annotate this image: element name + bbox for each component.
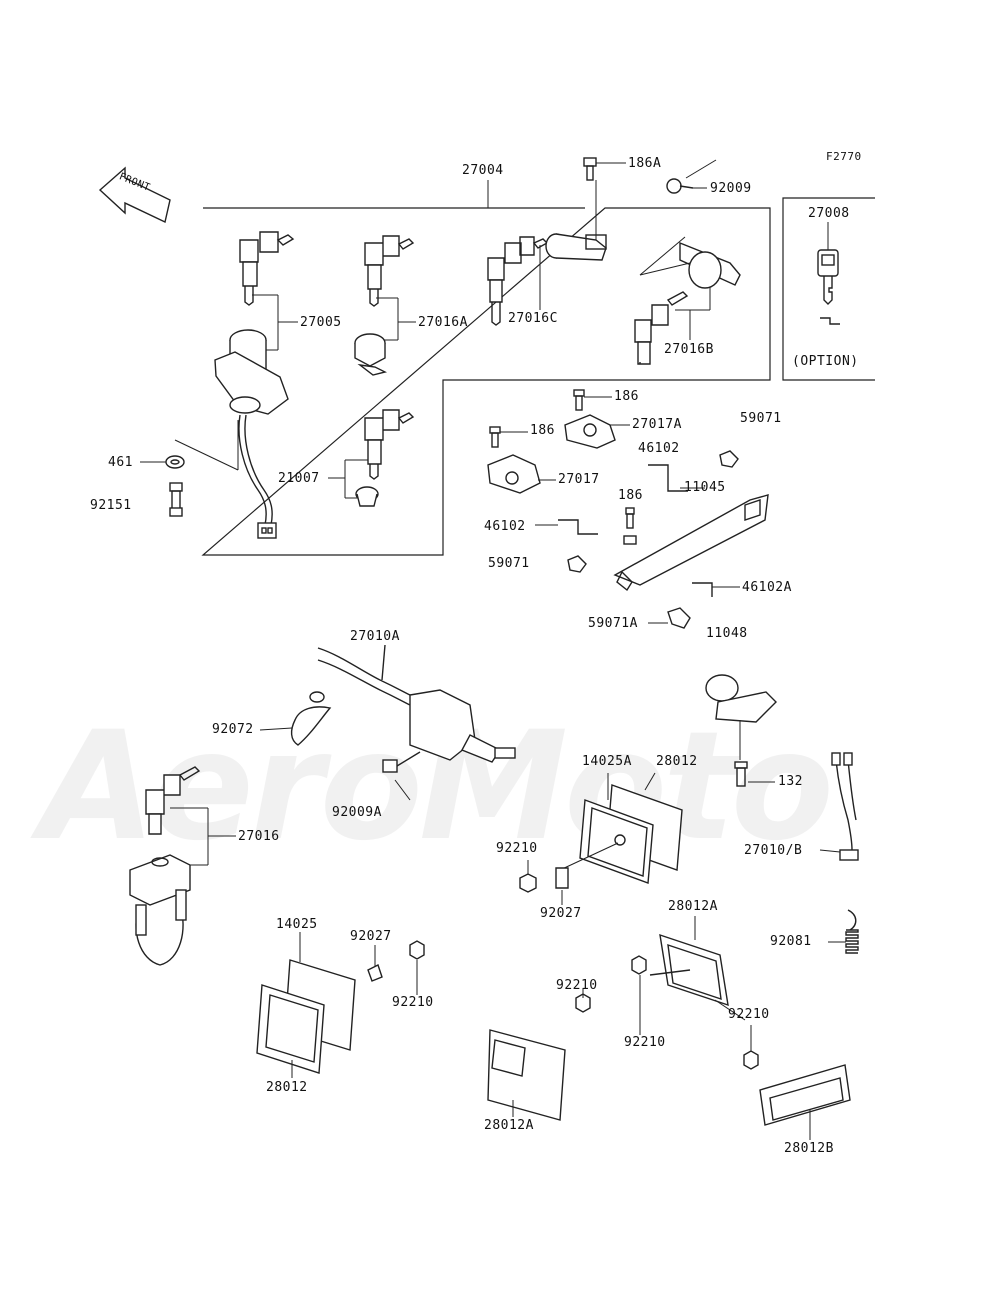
callout-14025: 14025: [276, 917, 318, 932]
callout-132: 132: [778, 774, 803, 789]
lock-bracket-27017A: [564, 389, 630, 449]
callout-461: 461: [108, 455, 133, 470]
callout-92210-left: 92210: [392, 995, 434, 1010]
wire-clips: [535, 450, 740, 629]
reflector-28012A: [487, 1029, 566, 1121]
callout-28012-mid: 28012: [656, 754, 698, 769]
assembly-frame: [201, 207, 771, 556]
key-set-21007: [328, 409, 415, 507]
callout-27016C: 27016C: [508, 311, 558, 326]
callout-92151: 92151: [90, 498, 132, 513]
callout-46102-mid: 46102: [484, 519, 526, 534]
callout-27010B: 27010/B: [744, 843, 803, 858]
callout-11045: 11045: [684, 480, 726, 495]
key-set-27016C: [487, 233, 607, 326]
callout-27016A: 27016A: [418, 315, 468, 330]
key-icon: [817, 249, 840, 325]
callout-27010A: 27010A: [350, 629, 400, 644]
callout-92210-far-right: 92210: [728, 1007, 770, 1022]
figure-code: F2770: [826, 150, 862, 163]
reflector-14025A: [559, 772, 683, 884]
bracket-132: [705, 674, 777, 787]
callout-92009: 92009: [710, 181, 752, 196]
callout-27004: 27004: [462, 163, 504, 178]
callout-27008: 27008: [808, 206, 850, 221]
reflector-housing-28012A: [649, 916, 746, 1021]
callout-14025A: 14025A: [582, 754, 632, 769]
lock-bracket-27017: [487, 426, 556, 494]
spring-92081: [828, 909, 859, 954]
callout-27005: 27005: [300, 315, 342, 330]
mount-bar-11045: [613, 487, 769, 592]
callout-92210-center: 92210: [556, 978, 598, 993]
callout-59071-top: 59071: [740, 411, 782, 426]
key-set-27005: [239, 231, 298, 351]
callout-92027-left: 92027: [350, 929, 392, 944]
callout-28012B: 28012B: [784, 1141, 834, 1156]
callout-27016B: 27016B: [664, 342, 714, 357]
callout-59071-mid: 59071: [488, 556, 530, 571]
callout-28012-bottom: 28012: [266, 1080, 308, 1095]
callout-92027-mid: 92027: [540, 906, 582, 921]
callout-46102-top: 46102: [638, 441, 680, 456]
cable-lock-27016: [129, 766, 236, 966]
switch-27010A: [259, 644, 516, 801]
front-arrow-icon: [98, 166, 171, 224]
switch-27010B: [819, 752, 859, 861]
option-frame: [782, 197, 875, 381]
callout-27017: 27017: [558, 472, 600, 487]
callout-21007: 21007: [278, 471, 320, 486]
callout-92081: 92081: [770, 934, 812, 949]
callout-27017A: 27017A: [632, 417, 682, 432]
option-label: (OPTION): [792, 354, 859, 369]
reflector-14025: [256, 932, 356, 1078]
callout-59071A: 59071A: [588, 616, 638, 631]
key-set-27016B: [634, 236, 741, 365]
callout-28012A-top: 28012A: [668, 899, 718, 914]
callout-92072: 92072: [212, 722, 254, 737]
callout-186-top: 186: [614, 389, 639, 404]
callout-186A: 186A: [628, 156, 662, 171]
key-set-27016A: [354, 235, 416, 376]
callout-186-low: 186: [618, 488, 643, 503]
callout-92210-right: 92210: [624, 1035, 666, 1050]
callout-28012A-bottom: 28012A: [484, 1118, 534, 1133]
callout-11048: 11048: [706, 626, 748, 641]
callout-46102A: 46102A: [742, 580, 792, 595]
callout-92210-mid: 92210: [496, 841, 538, 856]
callout-92009A: 92009A: [332, 805, 382, 820]
reflector-28012B: [759, 1064, 851, 1140]
callout-27016: 27016: [238, 829, 280, 844]
callout-186-mid: 186: [530, 423, 555, 438]
ignition-switch: [214, 329, 289, 539]
